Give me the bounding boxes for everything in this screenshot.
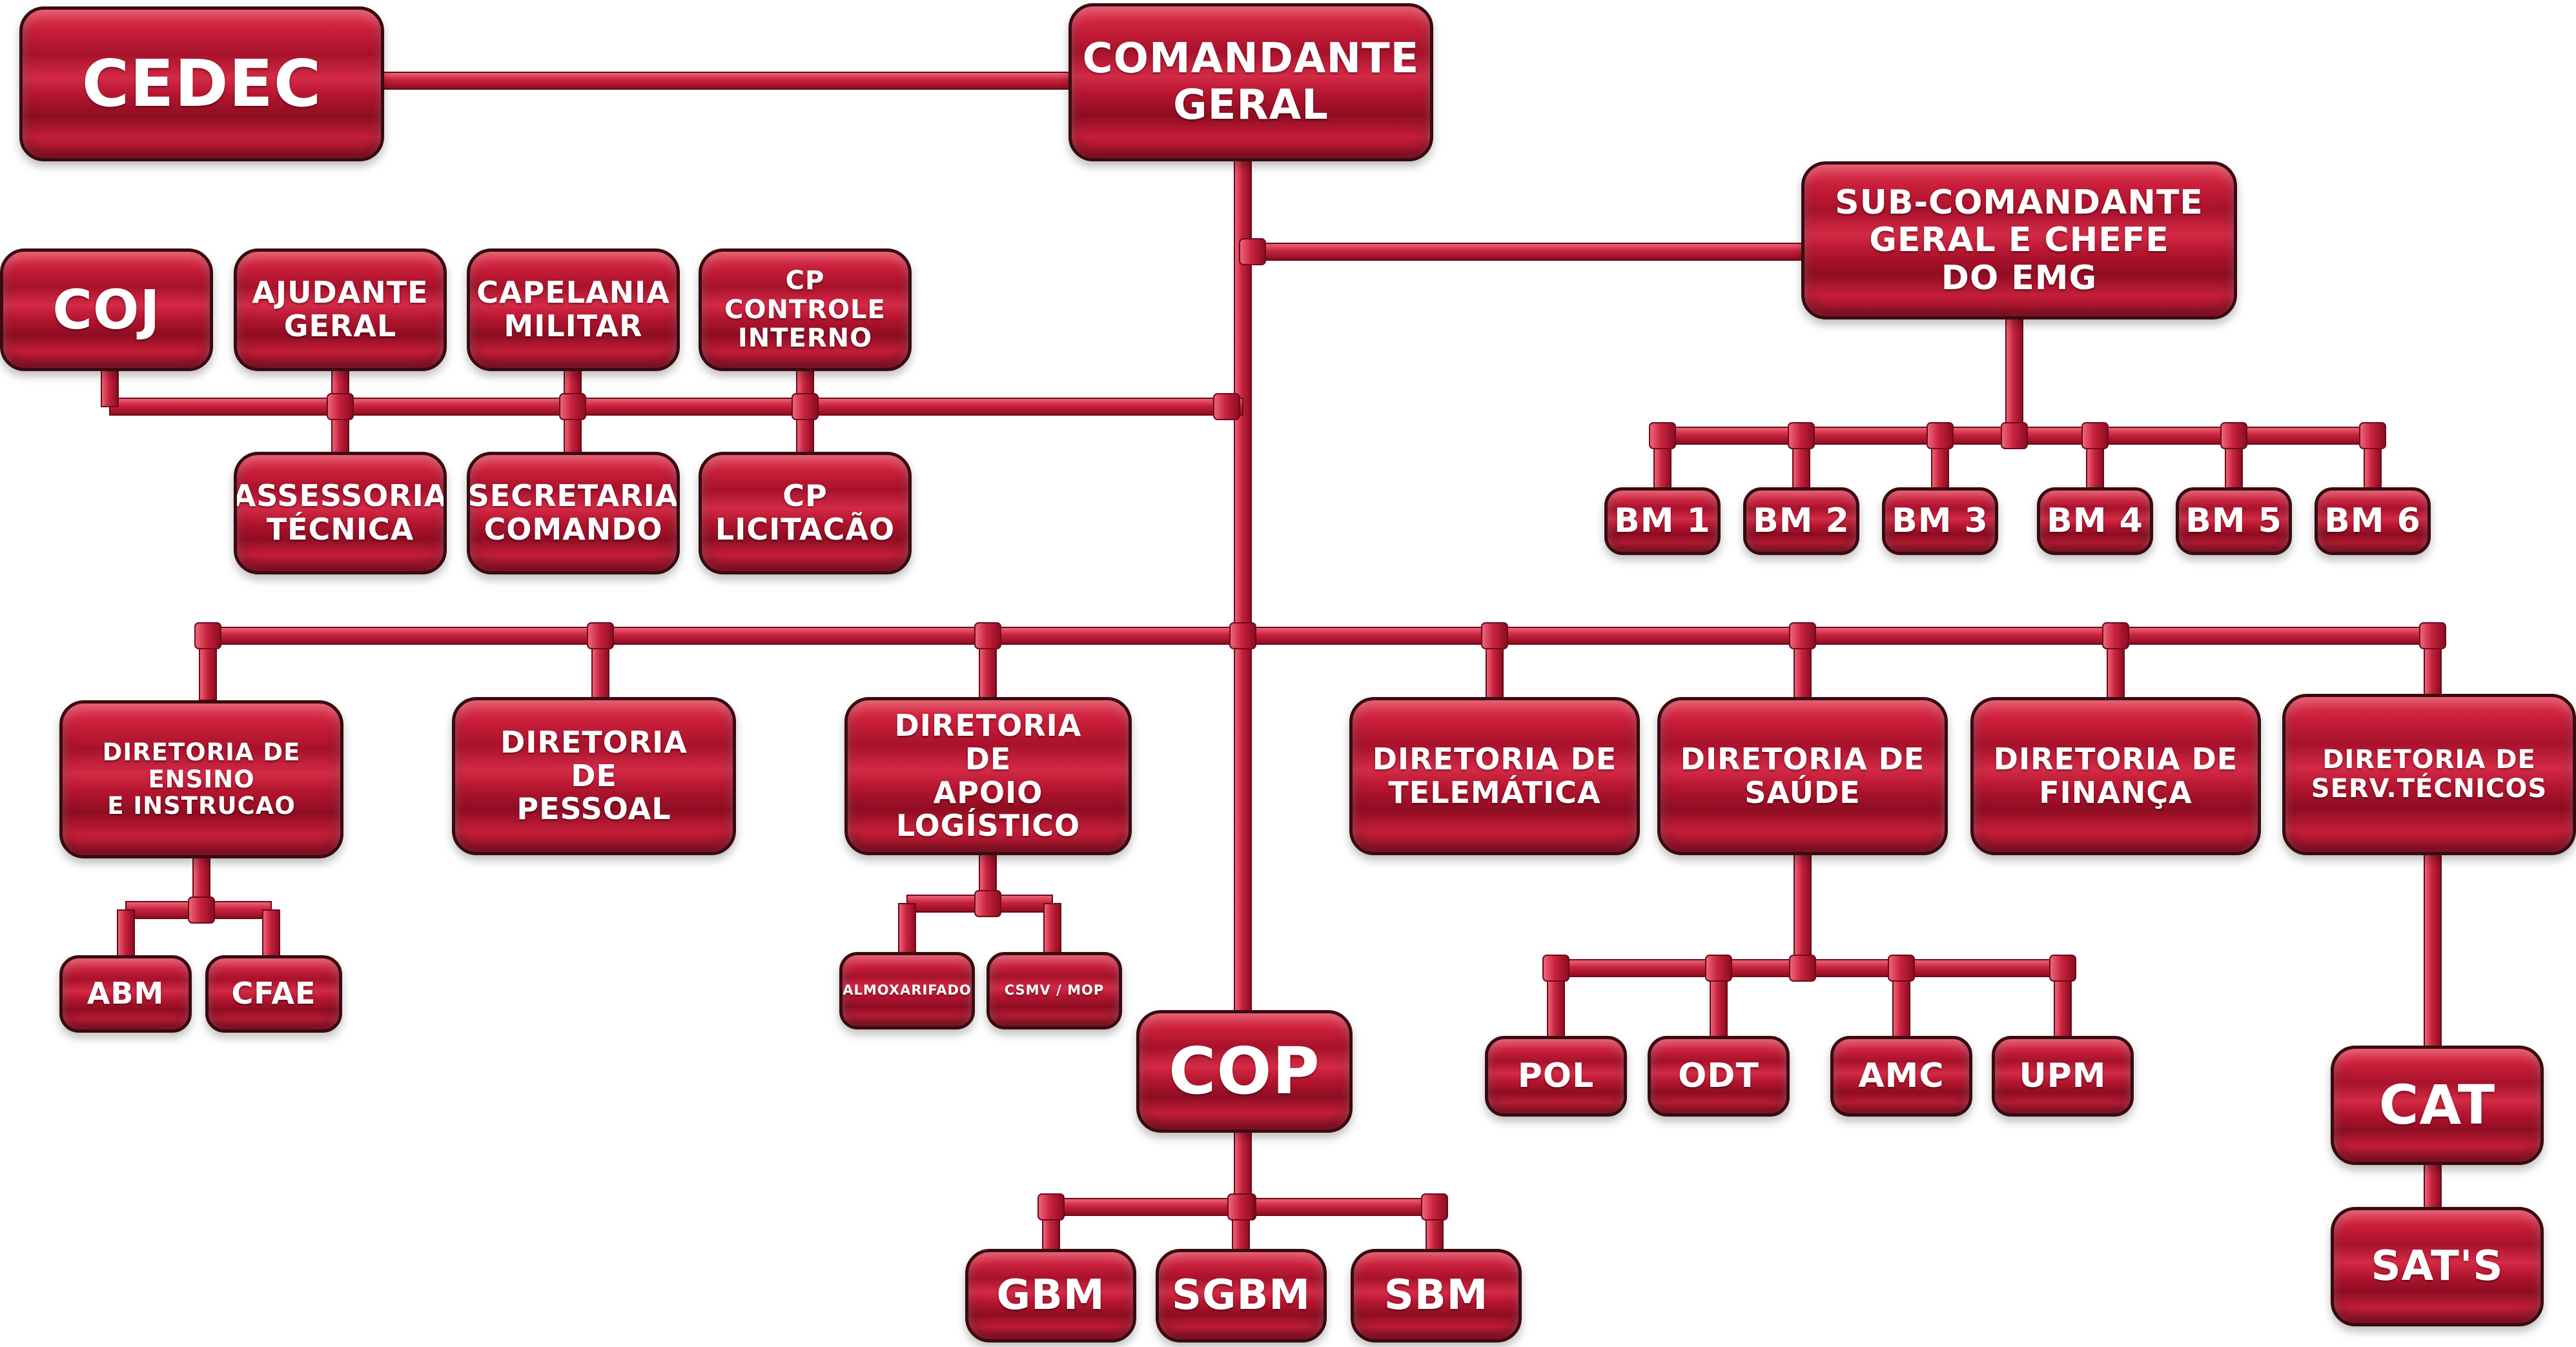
pipe-vertical	[2424, 851, 2442, 1049]
pipe-joint	[1239, 238, 1266, 265]
pipe-vertical	[262, 909, 280, 959]
node-capelania-militar: CAPELANIA MILITAR	[467, 248, 680, 371]
pipe-joint	[1789, 955, 1816, 982]
node-upm: UPM	[1992, 1036, 2134, 1117]
pipe-joint	[194, 622, 221, 649]
pipe-horizontal	[1242, 243, 1805, 261]
node-cfae: CFAE	[205, 955, 342, 1033]
pipe-joint	[1229, 622, 1256, 649]
pipe-joint	[1888, 955, 1915, 982]
pipe-joint	[2419, 622, 2446, 649]
node-comandante-geral: COMANDANTE GERAL	[1068, 3, 1433, 161]
node-dir-financa: DIRETORIA DE FINANÇA	[1970, 697, 2261, 855]
pipe-vertical	[117, 909, 135, 959]
pipe-joint	[974, 622, 1001, 649]
pipe-joint	[2220, 422, 2247, 449]
pipe-vertical	[101, 367, 119, 407]
pipe-vertical	[1794, 851, 1812, 969]
node-dir-ensino: DIRETORIA DE ENSINO E INSTRUCAO	[59, 700, 343, 858]
node-cp-licitacao: CP LICITACÃO	[699, 452, 912, 574]
pipe-joint	[974, 890, 1001, 917]
pipe-joint	[1705, 955, 1732, 982]
pipe-joint	[1421, 1193, 1448, 1220]
pipe-joint	[1542, 955, 1569, 982]
pipe-joint	[1038, 1193, 1065, 1220]
node-cop: COP	[1136, 1010, 1353, 1133]
pipe-joint	[792, 393, 819, 420]
node-dir-apoio: DIRETORIA DE APOIO LOGÍSTICO	[844, 697, 1132, 855]
node-sbm: SBM	[1351, 1249, 1522, 1342]
pipe-joint	[1789, 622, 1816, 649]
node-bm5: BM 5	[2176, 487, 2292, 555]
node-cat: CAT	[2331, 1046, 2544, 1165]
node-amc: AMC	[1830, 1036, 1972, 1117]
node-dir-pessoal: DIRETORIA DE PESSOAL	[452, 697, 736, 855]
pipe-joint	[1213, 393, 1240, 420]
node-bm4: BM 4	[2037, 487, 2153, 555]
pipe-joint	[2081, 422, 2109, 449]
node-pol: POL	[1485, 1036, 1627, 1117]
node-almoxarifado: ALMOXARIFADO	[839, 952, 975, 1029]
node-sats: SAT'S	[2331, 1207, 2544, 1326]
node-secretaria-comando: SECRETARIA COMANDO	[467, 452, 680, 574]
node-bm6: BM 6	[2315, 487, 2431, 555]
node-dir-saude: DIRETORIA DE SAÚDE	[1657, 697, 1948, 855]
pipe-joint	[1227, 1193, 1254, 1220]
node-bm1: BM 1	[1604, 487, 1721, 555]
pipe-joint	[1649, 422, 1676, 449]
node-sgbm: SGBM	[1156, 1249, 1327, 1342]
node-gbm: GBM	[965, 1249, 1136, 1342]
node-assessoria-tecnica: ASSESSORIA TÉCNICA	[234, 452, 447, 574]
pipe-joint	[2001, 422, 2028, 449]
pipe-joint	[188, 896, 215, 924]
pipe-joint	[1788, 422, 1815, 449]
pipe-horizontal	[207, 627, 2433, 645]
pipe-joint	[587, 622, 614, 649]
pipe-joint	[2049, 955, 2076, 982]
pipe-joint	[2102, 622, 2129, 649]
node-abm: ABM	[59, 955, 192, 1033]
pipe-vertical	[2005, 316, 2023, 436]
node-coj: COJ	[0, 248, 213, 371]
node-bm3: BM 3	[1882, 487, 1998, 555]
pipe-joint	[1927, 422, 1954, 449]
node-ajudante-geral: AJUDANTE GERAL	[234, 248, 447, 371]
pipe-vertical	[898, 903, 916, 956]
node-odt: ODT	[1648, 1036, 1790, 1117]
pipe-joint	[559, 393, 586, 420]
node-cp-controle-interno: CP CONTROLE INTERNO	[699, 248, 912, 371]
node-dir-telematica: DIRETORIA DE TELEMÁTICA	[1349, 697, 1640, 855]
node-dir-serv-tecnicos: DIRETORIA DE SERV.TÉCNICOS	[2282, 694, 2576, 855]
node-cedec: CEDEC	[19, 6, 384, 161]
pipe-vertical	[1043, 903, 1061, 956]
pipe-horizontal	[380, 72, 1072, 90]
pipe-horizontal	[109, 398, 1243, 416]
pipe-lines	[101, 72, 2446, 1253]
pipe-vertical	[1234, 157, 1252, 1014]
node-bm2: BM 2	[1743, 487, 1859, 555]
pipe-joint	[1481, 622, 1508, 649]
node-sub-comandante: SUB-COMANDANTE GERAL E CHEFE DO EMG	[1801, 161, 2237, 319]
pipe-joint	[2359, 422, 2386, 449]
pipe-vertical	[2424, 1161, 2442, 1211]
pipe-joint	[327, 393, 354, 420]
node-csmv-mop: CSMV / MOP	[986, 952, 1122, 1029]
